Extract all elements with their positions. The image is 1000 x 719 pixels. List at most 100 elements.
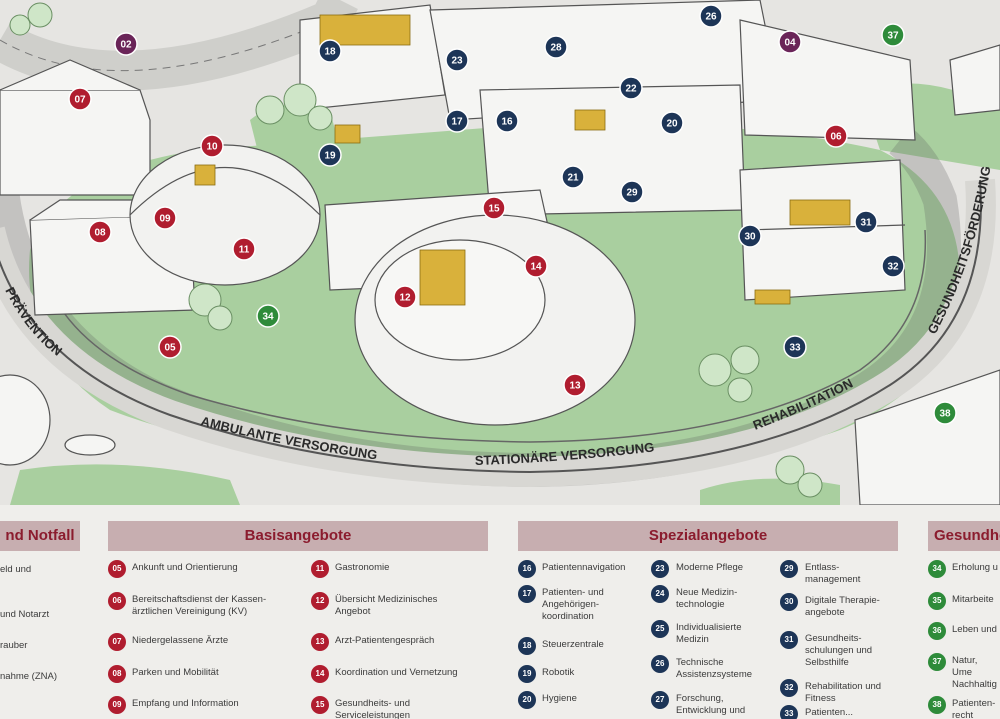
marker-13: 13: [563, 373, 587, 397]
legend-item-07: Niedergelassene Ärzte: [132, 635, 229, 646]
legend-badge-13: 13: [311, 633, 329, 651]
marker-12: 12: [393, 285, 417, 309]
legend-item-33: Patienten...: [805, 707, 854, 718]
legend-badge-09: 09: [108, 696, 126, 714]
legend-header-notfall: nd Notfall: [0, 521, 80, 551]
marker-number: 02: [120, 40, 132, 51]
marker-29: 29: [620, 180, 644, 204]
marker-number: 11: [239, 245, 250, 256]
legend-item-15: Gesundheits- und Serviceleistungen: [335, 698, 410, 719]
legend-item-23: Moderne Pflege: [676, 562, 744, 573]
marker-37: 37: [881, 23, 905, 47]
marker-number: 26: [705, 12, 717, 23]
marker-21: 21: [561, 165, 585, 189]
legend-badge-11: 11: [311, 560, 329, 578]
legend-badge-15: 15: [311, 696, 329, 714]
marker-circle: [660, 111, 684, 135]
marker-22: 22: [619, 76, 643, 100]
marker-07: 07: [68, 87, 92, 111]
marker-26: 26: [699, 4, 723, 28]
legend-text: eld und: [0, 564, 32, 575]
marker-circle: [393, 285, 417, 309]
legend-badge-06: 06: [108, 592, 126, 610]
marker-circle: [482, 196, 506, 220]
legend-badge-25: 25: [651, 620, 669, 638]
marker-16: 16: [495, 109, 519, 133]
marker-circle: [933, 401, 957, 425]
legend-badge-19: 19: [518, 665, 536, 683]
legend-text: rauber: [0, 640, 28, 651]
legend-badge-30: 30: [780, 593, 798, 611]
legend-badge-37: 37: [928, 653, 946, 671]
legend-item-30: Digitale Therapie- angebote: [805, 595, 880, 618]
legend-badge-17: 17: [518, 585, 536, 603]
legend-badge-12: 12: [311, 592, 329, 610]
marker-number: 32: [887, 262, 899, 273]
legend-badge-38: 38: [928, 696, 946, 714]
legend-badge-32: 32: [780, 679, 798, 697]
marker-38: 38: [933, 401, 957, 425]
marker-19: 19: [318, 143, 342, 167]
marker-circle: [778, 30, 802, 54]
legend-panel: nd Notfall eld und und Notarzt rauber na…: [0, 505, 1000, 719]
legend-item-09: Empfang und Information: [132, 698, 239, 709]
marker-17: 17: [445, 109, 469, 133]
legend-badge-36: 36: [928, 622, 946, 640]
marker-number: 10: [206, 142, 218, 153]
campus-illustration: PRÄVENTION AMBULANTE VERSORGUNG STATIONÄ…: [0, 0, 1000, 506]
marker-number: 16: [501, 117, 513, 128]
marker-20: 20: [660, 111, 684, 135]
legend-badge-14: 14: [311, 665, 329, 683]
marker-number: 28: [550, 43, 562, 54]
legend-badge-18: 18: [518, 637, 536, 655]
marker-circle: [738, 224, 762, 248]
legend-item-38: Patienten- recht: [952, 698, 996, 719]
marker-15: 15: [482, 196, 506, 220]
legend-badge-08: 08: [108, 665, 126, 683]
legend-item-29: Entlass- management: [805, 562, 861, 585]
legend-header-gesundheit: Gesundhe: [928, 521, 1000, 551]
marker-30: 30: [738, 224, 762, 248]
marker-02: 02: [114, 32, 138, 56]
legend-item-05: Ankunft und Orientierung: [132, 562, 238, 573]
legend-badge-27: 27: [651, 691, 669, 709]
legend-item-31: Gesundheits- schulungen und Selbsthilfe: [805, 633, 873, 668]
legend-item-06: Bereitschaftsdienst der Kassen- ärztlich…: [132, 594, 267, 617]
marker-number: 05: [164, 343, 176, 354]
marker-number: 17: [451, 117, 463, 128]
marker-number: 19: [324, 151, 336, 162]
marker-circle: [854, 210, 878, 234]
marker-circle: [881, 254, 905, 278]
marker-31: 31: [854, 210, 878, 234]
marker-number: 21: [567, 173, 579, 184]
marker-circle: [563, 373, 587, 397]
legend-badge-16: 16: [518, 560, 536, 578]
marker-23: 23: [445, 48, 469, 72]
marker-06: 06: [824, 124, 848, 148]
legend-badge-33: 33: [780, 705, 798, 719]
marker-circle: [232, 237, 256, 261]
marker-circle: [445, 48, 469, 72]
campus-scene-svg: PRÄVENTION AMBULANTE VERSORGUNG STATIONÄ…: [0, 0, 1000, 506]
marker-circle: [318, 39, 342, 63]
marker-circle: [256, 304, 280, 328]
legend-badge-07: 07: [108, 633, 126, 651]
legend-text: nahme (ZNA): [0, 671, 58, 682]
marker-number: 30: [744, 232, 756, 243]
marker-circle: [153, 206, 177, 230]
marker-circle: [881, 23, 905, 47]
legend-item-35: Mitarbeite: [952, 594, 994, 605]
legend-item-20: Hygiene: [542, 693, 577, 704]
marker-10: 10: [200, 134, 224, 158]
legend-badge-31: 31: [780, 631, 798, 649]
marker-33: 33: [783, 335, 807, 359]
legend-header-basis: Basisangebote: [108, 521, 488, 551]
legend-item-19: Robotik: [542, 667, 575, 678]
marker-number: 13: [569, 381, 581, 392]
marker-28: 28: [544, 35, 568, 59]
legend-badge-24: 24: [651, 585, 669, 603]
legend-item-25: Individualisierte Medizin: [676, 622, 742, 645]
marker-circle: [200, 134, 224, 158]
marker-circle: [561, 165, 585, 189]
legend-badge-05: 05: [108, 560, 126, 578]
